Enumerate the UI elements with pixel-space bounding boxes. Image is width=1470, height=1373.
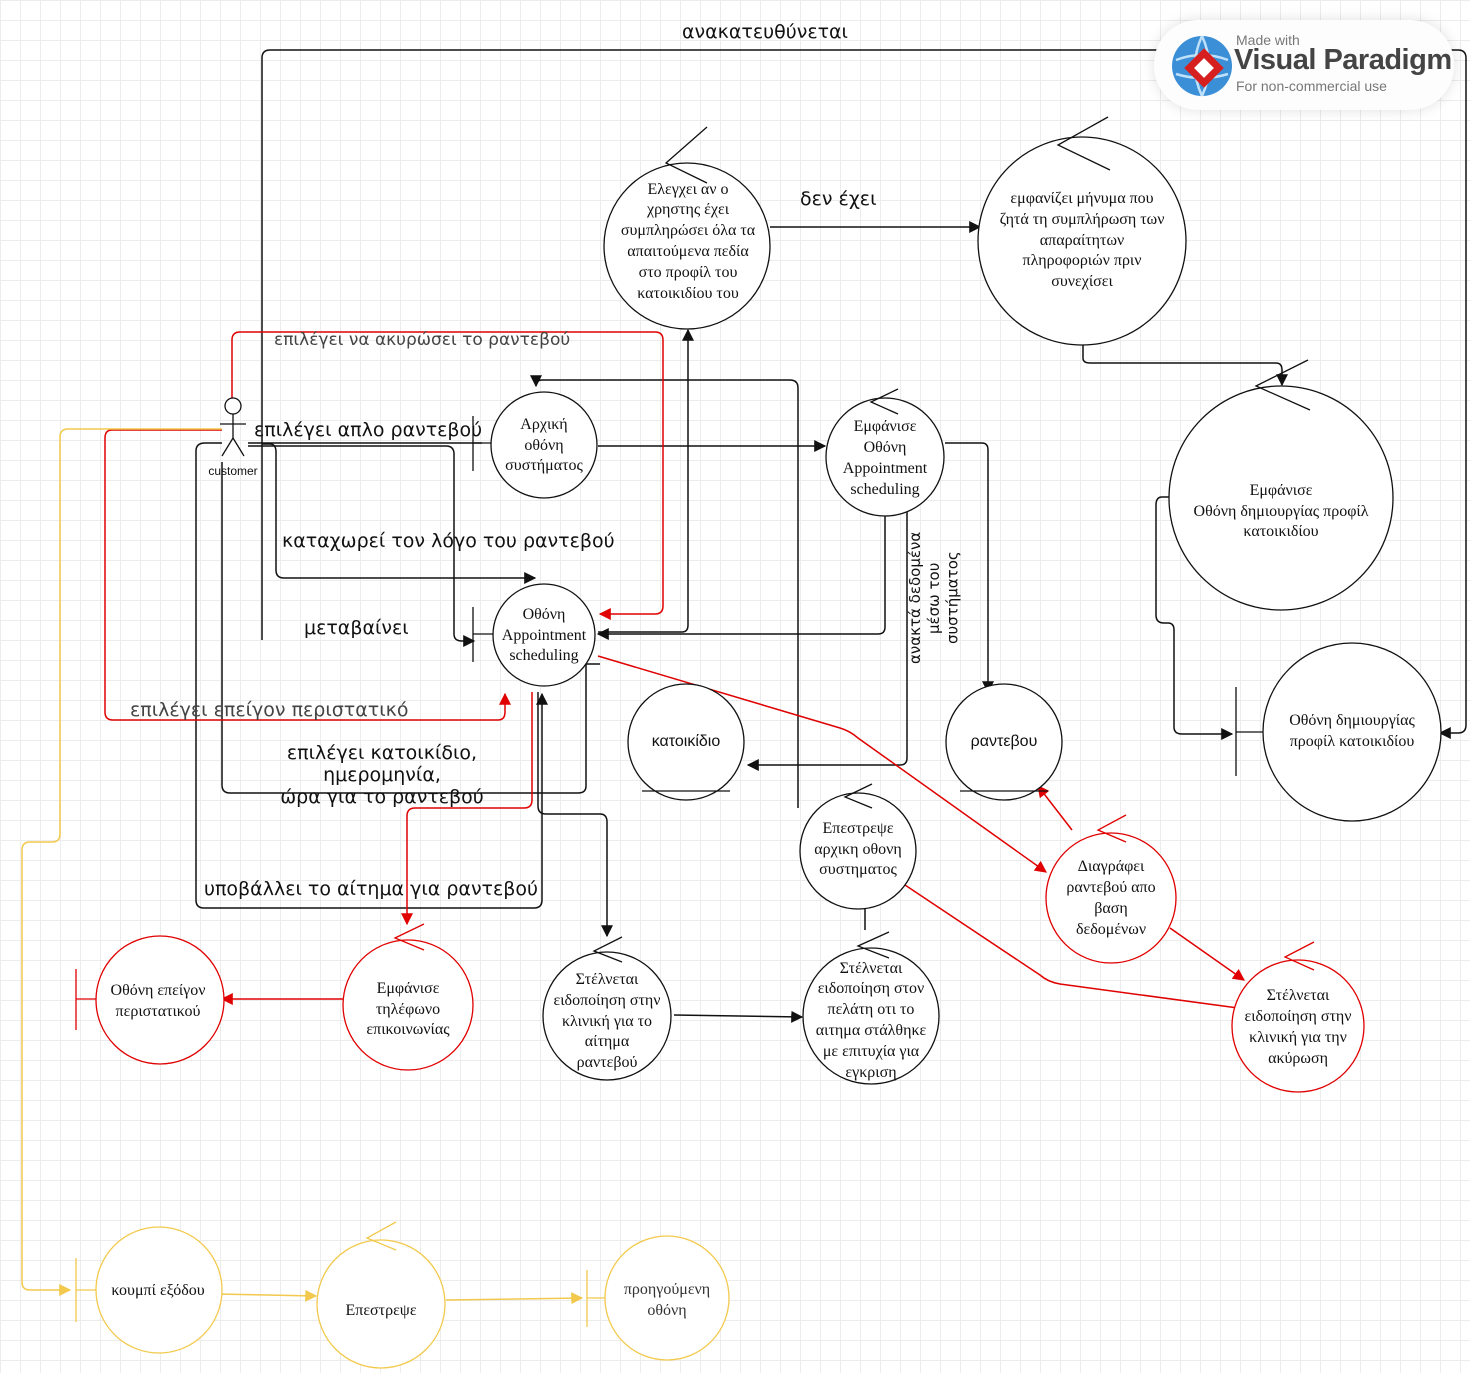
label-epilegei-katoikidio: επιλέγει κατοικίδιο, ημερομηνία, ώρα για… (280, 742, 484, 808)
node-elegxei[interactable]: Ελεγχει αν ο χρηστης έχει συμπληρώσει όλ… (620, 180, 756, 302)
node-rantevou[interactable]: ραντεβου (970, 733, 1038, 750)
node-katoikidio-shape (627, 683, 745, 801)
yellow-nodes (75, 1221, 730, 1369)
edge-epestrepse-proigoumeni (445, 1292, 584, 1305)
edge-othoni-diagrafei (597, 655, 1047, 873)
node-stelnetai-akirosi[interactable]: Στέλνεται ειδοποίηση στην κλινική για τη… (1244, 987, 1352, 1067)
edge-diagrafei-rantevou (1037, 785, 1073, 831)
red-nodes (75, 814, 1365, 1093)
node-othoni-appointment[interactable]: Οθόνη Appointment scheduling (501, 605, 587, 665)
node-othoni-epeigon-shape (75, 935, 225, 1065)
watermark-usage: For non-commercial use (1236, 78, 1387, 94)
node-rantevou-shape (945, 683, 1063, 801)
entity-nodes (627, 683, 1063, 801)
edge-metavainei (248, 445, 476, 647)
label-akyrosi: επιλέγει να ακυρώσει το ραντεβού (274, 330, 571, 350)
edge-akirosi-epestrepse (889, 874, 1239, 1009)
node-epestrepse[interactable]: Επεστρεψε (345, 1301, 417, 1319)
node-elegxei-shape (603, 126, 771, 330)
edge-minima-profil (1082, 340, 1288, 387)
edge-othoni-elegxei (598, 328, 694, 633)
visual-paradigm-watermark: Made with Visual Paradigm For non-commer… (1154, 20, 1454, 110)
node-emfanizei-minima[interactable]: εμφανίζει μήνυμα που ζητά τη συμπλήρωση … (999, 190, 1165, 291)
edge-profil-othoni (1155, 496, 1234, 740)
node-emfanise-appointment-shape (825, 388, 945, 517)
node-diagrafei[interactable]: Διαγράφει ραντεβού απο βαση δεδομένων (1066, 858, 1156, 938)
label-metavainei: μεταβαίνει (304, 617, 409, 639)
node-emfanise-appointment[interactable]: Εμφάνισε Οθόνη Appointment scheduling (842, 418, 928, 498)
node-katoikidio[interactable]: κατοικίδιο (651, 733, 721, 750)
node-epestrepse-arxiki[interactable]: Επεστρεψε αρχικη οθονη συστηματος (814, 819, 902, 879)
node-koumpi-exodou[interactable]: κουμπί εξόδου (111, 1281, 205, 1299)
node-proigoumeni[interactable]: προηγούμενη οθόνη (623, 1281, 711, 1319)
watermark-made-with: Made with (1236, 32, 1300, 48)
edge-anakateuthynetai (261, 49, 1467, 739)
node-emfanizei-minima-shape (977, 116, 1187, 346)
node-epestrepse-arxiki-shape (799, 783, 917, 910)
black-edges (195, 49, 1467, 1023)
label-logos: καταχωρεί τον λόγο του ραντεβού (282, 530, 615, 552)
label-epeigon: επιλέγει επείγον περιστατικό (130, 699, 409, 721)
node-othoni-profil-shape (1235, 642, 1442, 822)
red-edges (104, 331, 1245, 1009)
edge-akyrosi (231, 331, 664, 620)
node-arxiki-othoni[interactable]: Αρχική οθόνη συστήματος (505, 415, 583, 475)
edge-logos (262, 443, 537, 584)
actor-customer-label: customer (208, 464, 258, 478)
edge-othoni-kliniki (537, 692, 613, 938)
edge-kliniki-pelati (673, 1010, 804, 1023)
node-stelnetai-akirosi-shape (1231, 941, 1365, 1093)
edge-emfanise-katoikidio (746, 512, 908, 771)
node-stelnetai-kliniki-shape (542, 936, 672, 1081)
edge-emfanise-rantevou (945, 442, 994, 694)
node-proigoumeni-shape (586, 1235, 730, 1361)
node-emfanise-tilefono-shape (342, 923, 474, 1071)
node-koumpi-exodou-shape (75, 1226, 223, 1354)
edge-epilegei-katoikidio (221, 462, 600, 794)
node-epestrepse-shape (316, 1221, 446, 1369)
label-aplo: επιλέγει απλο ραντεβού (254, 419, 483, 441)
node-diagrafei-shape (1045, 814, 1177, 964)
label-anakateuthynetai: ανακατευθύνεται (682, 21, 848, 43)
boundary-nodes (472, 391, 1442, 822)
actor-figure[interactable] (220, 397, 246, 457)
watermark-brand: Visual Paradigm (1234, 44, 1452, 76)
edge-othoni-tilefono (401, 692, 533, 926)
edge-ypovallei (195, 442, 548, 909)
label-ypovallei: υποβάλλει το αίτημα για ραντεβού (204, 878, 539, 900)
node-othoni-profil[interactable]: Οθόνη δημιουργίας προφίλ κατοικιδίου (1289, 712, 1415, 750)
node-stelnetai-kliniki[interactable]: Στέλνεται ειδοποίηση στην κλινική για το… (553, 971, 661, 1072)
node-othoni-appointment-shape (472, 583, 596, 687)
control-nodes (542, 116, 1394, 1085)
node-arxiki-othoni-shape (472, 391, 598, 499)
node-stelnetai-pelati[interactable]: Στέλνεται ειδοποίηση στον πελάτη οτι το … (815, 959, 927, 1081)
edge-epeigon (104, 429, 511, 721)
edge-exit (21, 428, 222, 1296)
edge-emfanise-othoni (596, 512, 886, 640)
node-stelnetai-pelati-shape (802, 931, 940, 1085)
node-emfanise-profil[interactable]: Εμφάνισε Οθόνη δημιουργίας προφίλ κατοικ… (1193, 481, 1369, 541)
edge-exit-epestrepse (215, 1289, 318, 1302)
node-emfanise-tilefono[interactable]: Εμφάνισε τηλέφωνο επικοινωνίας (366, 979, 450, 1039)
label-anakta-dedomena: ανακτά δεδομένα μέσω του συστήματος (906, 531, 962, 665)
node-othoni-epeigon[interactable]: Οθόνη επείγον περιστατικού (110, 982, 206, 1020)
edge-diagrafei-akirosi (1169, 927, 1245, 981)
node-emfanise-profil-shape (1168, 359, 1394, 611)
visual-paradigm-logo-icon (1172, 35, 1232, 97)
edge-epestrepse-arxiki (530, 375, 799, 808)
yellow-edges (21, 428, 584, 1305)
label-den-exei: δεν έχει (800, 188, 877, 210)
